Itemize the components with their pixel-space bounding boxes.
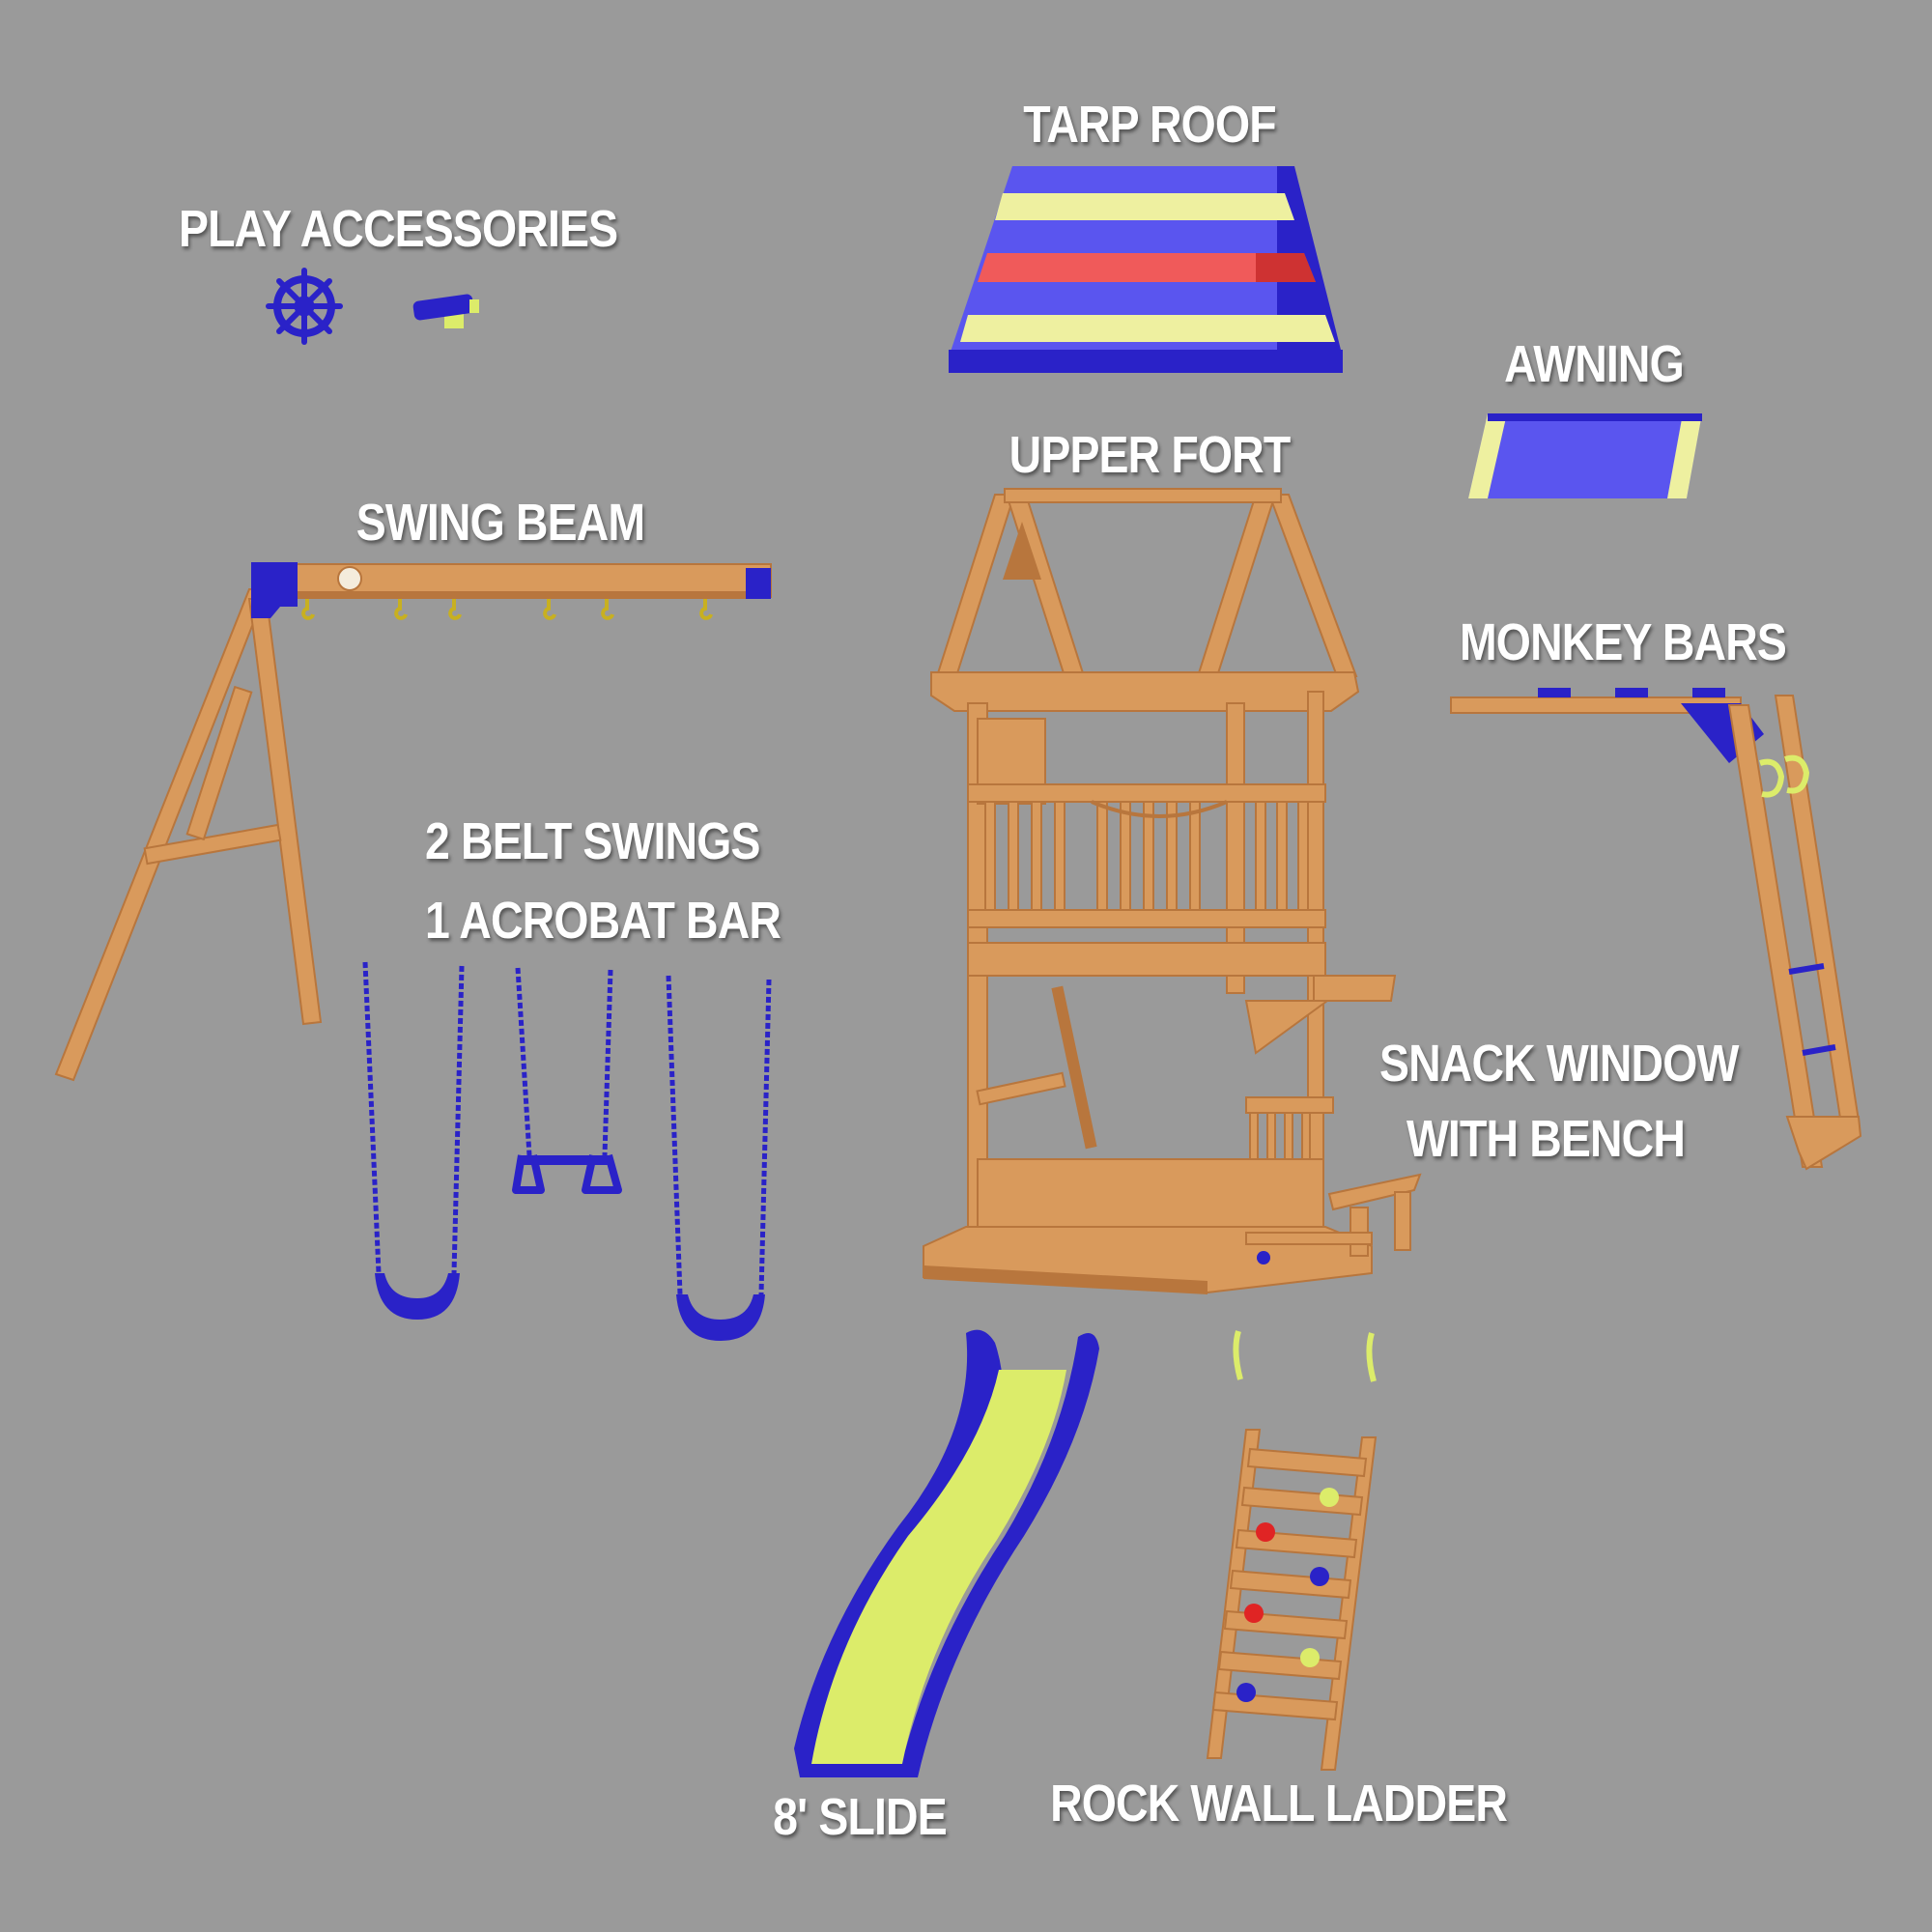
label-swings: 2 BELT SWINGS 1 ACROBAT BAR: [425, 811, 781, 951]
telescope-icon: [412, 294, 479, 328]
label-snack-line1: SNACK WINDOW: [1379, 1035, 1739, 1093]
label-play-accessories: PLAY ACCESSORIES: [179, 200, 618, 258]
rock-wall-ladder: [1206, 1330, 1378, 1771]
slide: [794, 1329, 1099, 1777]
monkey-bars: [1450, 688, 1862, 1171]
label-snack-window: SNACK WINDOW WITH BENCH: [1379, 1034, 1739, 1169]
label-slide: 8' SLIDE: [773, 1788, 948, 1846]
belt-swing-left: [362, 961, 465, 1320]
awning: [1468, 413, 1702, 498]
ship-wheel-icon: [266, 268, 343, 345]
label-awning: AWNING: [1504, 335, 1685, 393]
label-upper-fort: UPPER FORT: [1009, 426, 1292, 484]
label-swing-beam: SWING BEAM: [355, 494, 645, 552]
label-swings-line2: 1 ACROBAT BAR: [425, 892, 781, 950]
label-swings-line1: 2 BELT SWINGS: [425, 812, 760, 870]
upper-fort: [923, 488, 1422, 1294]
label-monkey-bars: MONKEY BARS: [1459, 613, 1787, 671]
label-tarp-roof: TARP ROOF: [1023, 96, 1276, 154]
label-rock-wall-ladder: ROCK WALL LADDER: [1050, 1775, 1508, 1833]
swing-beam: [54, 562, 772, 1082]
tarp-roof: [949, 166, 1343, 373]
belt-swing-right: [666, 975, 772, 1341]
acrobat-bar: [512, 967, 622, 1194]
label-snack-line2: WITH BENCH: [1406, 1110, 1686, 1168]
